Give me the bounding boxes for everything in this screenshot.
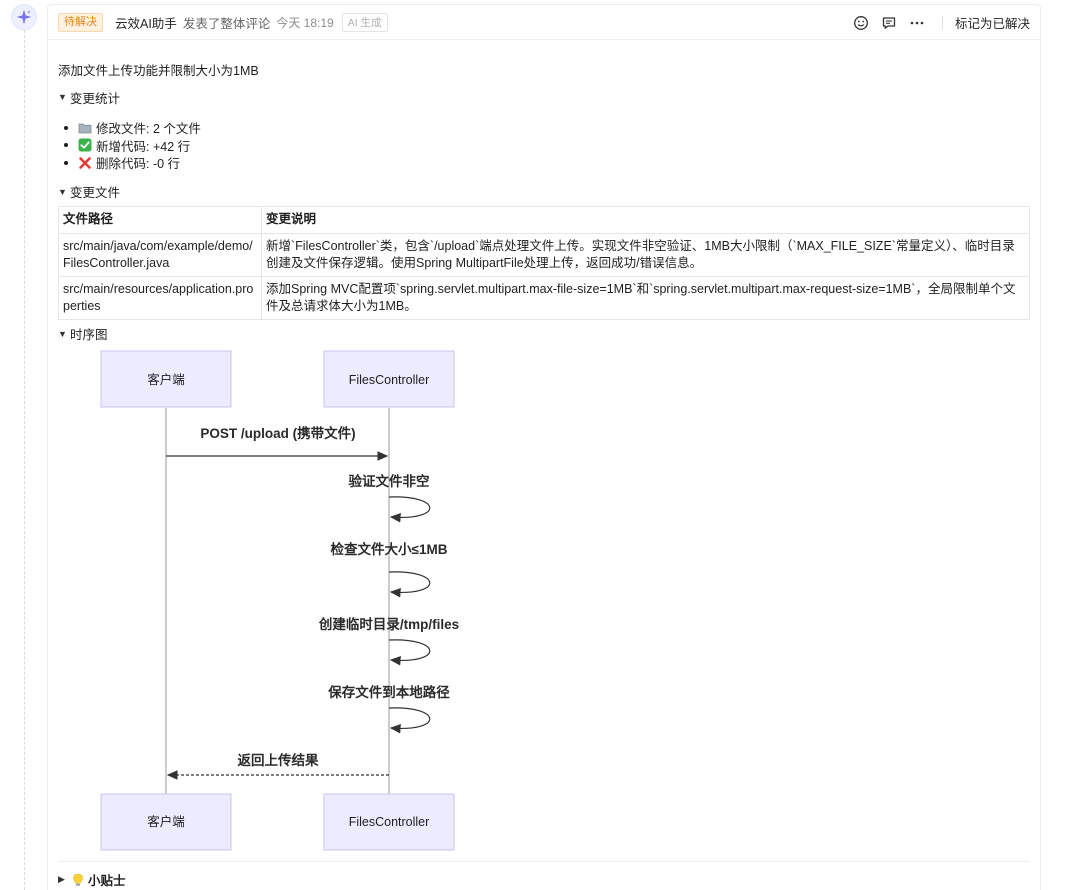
tips-section-title: 小贴士 bbox=[88, 874, 126, 888]
reply-comment-icon[interactable] bbox=[878, 12, 900, 34]
folder-icon bbox=[78, 122, 92, 134]
changed-files-table: 文件路径 变更说明 src/main/java/com/example/demo… bbox=[58, 205, 1030, 320]
message-label: 保存文件到本地路径 bbox=[327, 684, 450, 700]
files-section-toggle[interactable]: ▼ 变更文件 bbox=[58, 184, 1030, 200]
lightbulb-icon bbox=[72, 873, 84, 887]
sequence-section-toggle[interactable]: ▼ 时序图 bbox=[58, 326, 1030, 342]
stats-section-title: 变更统计 bbox=[70, 91, 121, 106]
bullet bbox=[64, 143, 68, 148]
ai-generated-tag: AI 生成 bbox=[341, 12, 388, 32]
self-message-arrow bbox=[388, 707, 431, 734]
list-item: 新增代码: +42 行 bbox=[64, 137, 1030, 155]
list-item: 删除代码: -0 行 bbox=[64, 154, 1030, 172]
participant-label: 客户端 bbox=[147, 372, 185, 387]
sequence-section-title: 时序图 bbox=[70, 328, 108, 342]
expanded-triangle-icon: ▼ bbox=[58, 92, 67, 102]
cross-icon bbox=[78, 156, 92, 170]
header-divider bbox=[941, 15, 943, 30]
file-description-cell: 添加Spring MVC配置项`spring.servlet.multipart… bbox=[261, 275, 1030, 320]
file-path-cell[interactable]: src/main/resources/application.propertie… bbox=[58, 275, 262, 320]
column-header-description: 变更说明 bbox=[261, 205, 1030, 234]
self-message-arrow bbox=[388, 496, 431, 523]
collapsed-triangle-icon: ▶ bbox=[58, 874, 65, 884]
message-label: 检查文件大小≤1MB bbox=[331, 541, 448, 557]
stat-modified-files: 修改文件: 2 个文件 bbox=[96, 122, 201, 137]
sparkle-icon bbox=[16, 9, 32, 25]
stats-list: 修改文件: 2 个文件 新增代码: +42 行 删除代码: -0 行 bbox=[64, 119, 1030, 172]
author-name[interactable]: 云效AI助手 bbox=[115, 16, 177, 31]
table-header-row: 文件路径 变更说明 bbox=[58, 205, 1030, 234]
expanded-triangle-icon: ▼ bbox=[58, 186, 67, 197]
list-item: 修改文件: 2 个文件 bbox=[64, 119, 1030, 137]
comment-action: 发表了整体评论 bbox=[182, 16, 271, 31]
participant-client-top: 客户端 bbox=[100, 350, 232, 408]
bullet bbox=[64, 160, 68, 165]
more-options-icon[interactable] bbox=[906, 12, 928, 34]
tips-section-toggle[interactable]: ▶ 小贴士 bbox=[58, 861, 1030, 889]
stats-section-toggle[interactable]: ▼ 变更统计 bbox=[58, 89, 1030, 106]
participant-controller-bottom: FilesController bbox=[323, 793, 455, 851]
participant-label: FilesController bbox=[349, 373, 430, 387]
files-section-title: 变更文件 bbox=[70, 186, 121, 200]
mark-resolved-button[interactable]: 标记为已解决 bbox=[954, 17, 1030, 31]
message-label: 返回上传结果 bbox=[238, 752, 319, 768]
participant-controller-top: FilesController bbox=[323, 350, 455, 408]
participant-label: FilesController bbox=[349, 815, 430, 829]
self-message-arrow bbox=[388, 639, 431, 666]
timeline-line bbox=[24, 30, 25, 890]
expanded-triangle-icon: ▼ bbox=[58, 328, 67, 339]
participant-label: 客户端 bbox=[147, 814, 185, 829]
comment-time: 今天 18:19 bbox=[276, 15, 334, 30]
bullet bbox=[64, 125, 68, 130]
file-description-cell: 新增`FilesController`类，包含`/upload`端点处理文件上传… bbox=[261, 232, 1030, 277]
table-row: src/main/java/com/example/demo/FilesCont… bbox=[58, 232, 1030, 277]
ai-assistant-avatar bbox=[11, 4, 37, 30]
self-message-arrow bbox=[388, 571, 431, 598]
stat-added-lines: 新增代码: +42 行 bbox=[96, 139, 191, 154]
comment-header: 待解决 云效AI助手 发表了整体评论 今天 18:19 AI 生成 标记为已解决 bbox=[48, 5, 1040, 40]
sequence-diagram: 客户端 FilesController POST /upload (携带文件) … bbox=[100, 350, 459, 851]
participant-client-bottom: 客户端 bbox=[100, 793, 232, 851]
message-label: 验证文件非空 bbox=[349, 473, 430, 489]
comment-card: 待解决 云效AI助手 发表了整体评论 今天 18:19 AI 生成 标记为已解决… bbox=[47, 4, 1041, 890]
check-icon bbox=[78, 138, 92, 152]
stat-deleted-lines: 删除代码: -0 行 bbox=[96, 157, 181, 172]
change-summary: 添加文件上传功能并限制大小为1MB bbox=[58, 64, 259, 78]
table-row: src/main/resources/application.propertie… bbox=[58, 275, 1030, 320]
status-badge: 待解决 bbox=[58, 12, 103, 32]
message-label: 创建临时目录/tmp/files bbox=[318, 616, 459, 632]
emoji-icon[interactable] bbox=[850, 12, 872, 34]
comment-body: 添加文件上传功能并限制大小为1MB ▼ 变更统计 修改文件: 2 个文件 新增代… bbox=[58, 60, 1030, 342]
header-actions: 标记为已解决 bbox=[844, 5, 1030, 40]
message-label: POST /upload (携带文件) bbox=[200, 425, 355, 441]
